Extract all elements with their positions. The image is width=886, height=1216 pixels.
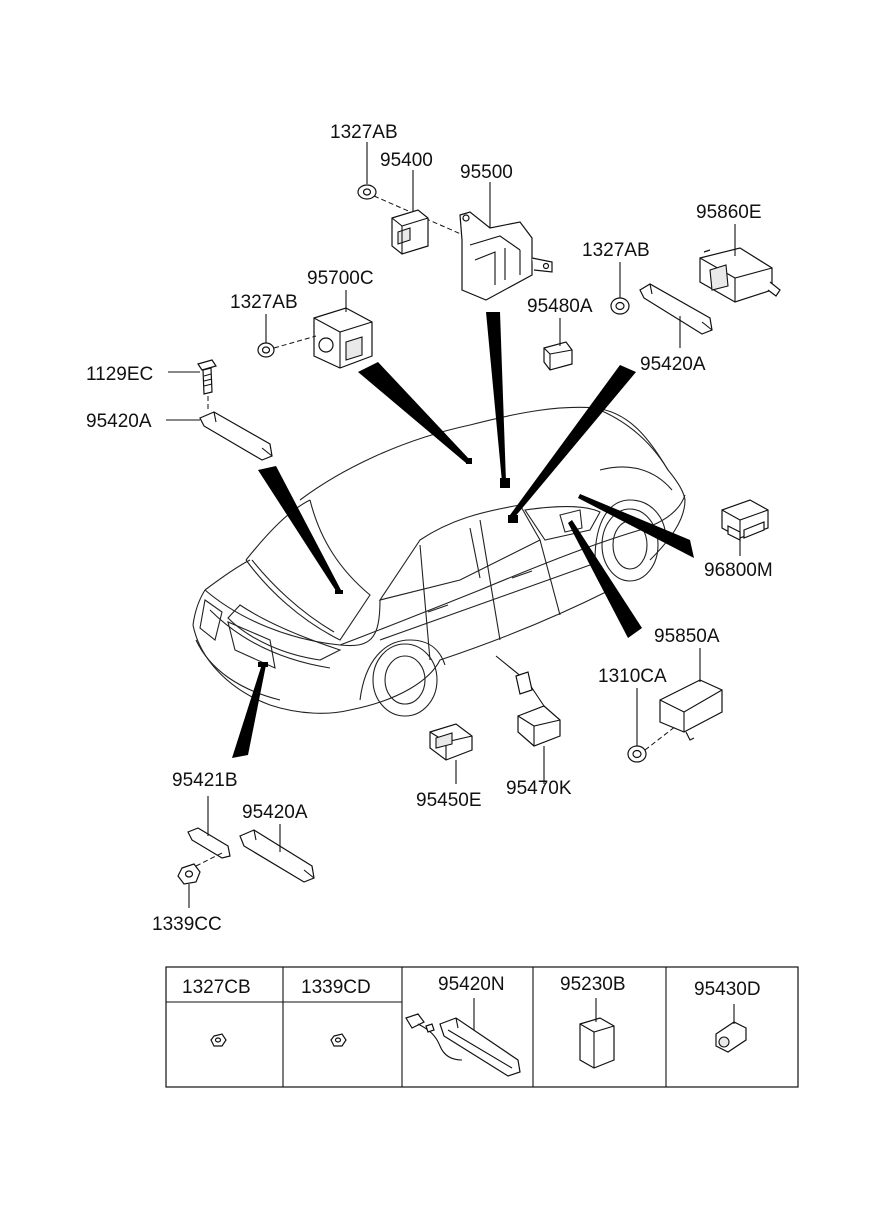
leader-wedges	[232, 312, 694, 758]
relay-icon	[543, 341, 573, 371]
mount-mark	[466, 458, 472, 464]
mount-mark	[335, 590, 343, 594]
callout-95470k: 95470K	[506, 778, 572, 799]
nut-icon	[610, 297, 630, 315]
callout-95860e: 95860E	[696, 202, 762, 223]
callout-95400: 95400	[380, 150, 433, 171]
ground-strap-icon	[199, 411, 273, 461]
parts-table: 1327CB 1339CD 95420N 95230B 95430D	[165, 966, 799, 1088]
ground-strap-icon	[239, 829, 315, 883]
module-bracket-icon	[459, 211, 553, 301]
car-illustration	[192, 406, 686, 717]
nut-icon	[627, 745, 647, 763]
callout-95421b: 95421B	[172, 770, 238, 791]
table-header-95230b: 95230B	[560, 974, 626, 995]
bolt-icon	[197, 359, 217, 395]
callout-1327ab-right: 1327AB	[582, 240, 650, 261]
nut-icon	[330, 1033, 347, 1047]
callout-96800m: 96800M	[704, 560, 773, 581]
relay-icon	[391, 209, 429, 255]
callout-1339cc: 1339CC	[152, 914, 222, 935]
table-header-1339cd: 1339CD	[301, 977, 371, 998]
callout-labels: 1327AB 95400 95500 95860E 1327AB 95700C …	[86, 122, 773, 935]
mount-mark	[500, 478, 510, 488]
switch-icon	[721, 499, 769, 541]
nut-icon	[357, 184, 377, 200]
callout-95850a: 95850A	[654, 626, 720, 647]
callout-95420a-left: 95420A	[86, 411, 152, 432]
nut-icon	[177, 863, 201, 885]
callout-1129ec: 1129EC	[86, 364, 153, 385]
table-header-1327cb: 1327CB	[182, 977, 251, 998]
mount-mark	[258, 662, 268, 667]
ground-strap-icon	[187, 827, 231, 859]
sensor-module-icon	[659, 679, 723, 741]
callout-95700c: 95700C	[307, 268, 374, 289]
nut-icon	[210, 1033, 227, 1047]
buzzer-icon	[715, 1021, 747, 1053]
callout-1310ca: 1310CA	[598, 666, 667, 687]
callout-95480a: 95480A	[527, 296, 593, 317]
control-module-icon	[699, 247, 781, 303]
callout-1327ab-left: 1327AB	[230, 292, 298, 313]
callout-95420a-bottom: 95420A	[242, 802, 308, 823]
callout-1327ab-top: 1327AB	[330, 122, 398, 143]
callout-95420a-right: 95420A	[640, 354, 706, 375]
sensor-icon	[429, 723, 473, 761]
relay-icon	[579, 1017, 615, 1069]
harness-sensor-icon	[495, 655, 561, 747]
nut-icon	[257, 342, 275, 358]
harness-strap-icon	[405, 1013, 521, 1077]
table-header-95420n: 95420N	[438, 974, 505, 995]
mount-mark	[508, 515, 518, 523]
callout-95450e: 95450E	[416, 790, 482, 811]
callout-95500: 95500	[460, 162, 513, 183]
ground-strap-icon	[639, 283, 713, 335]
table-header-95430d: 95430D	[694, 979, 761, 1000]
junction-module-icon	[313, 307, 373, 369]
